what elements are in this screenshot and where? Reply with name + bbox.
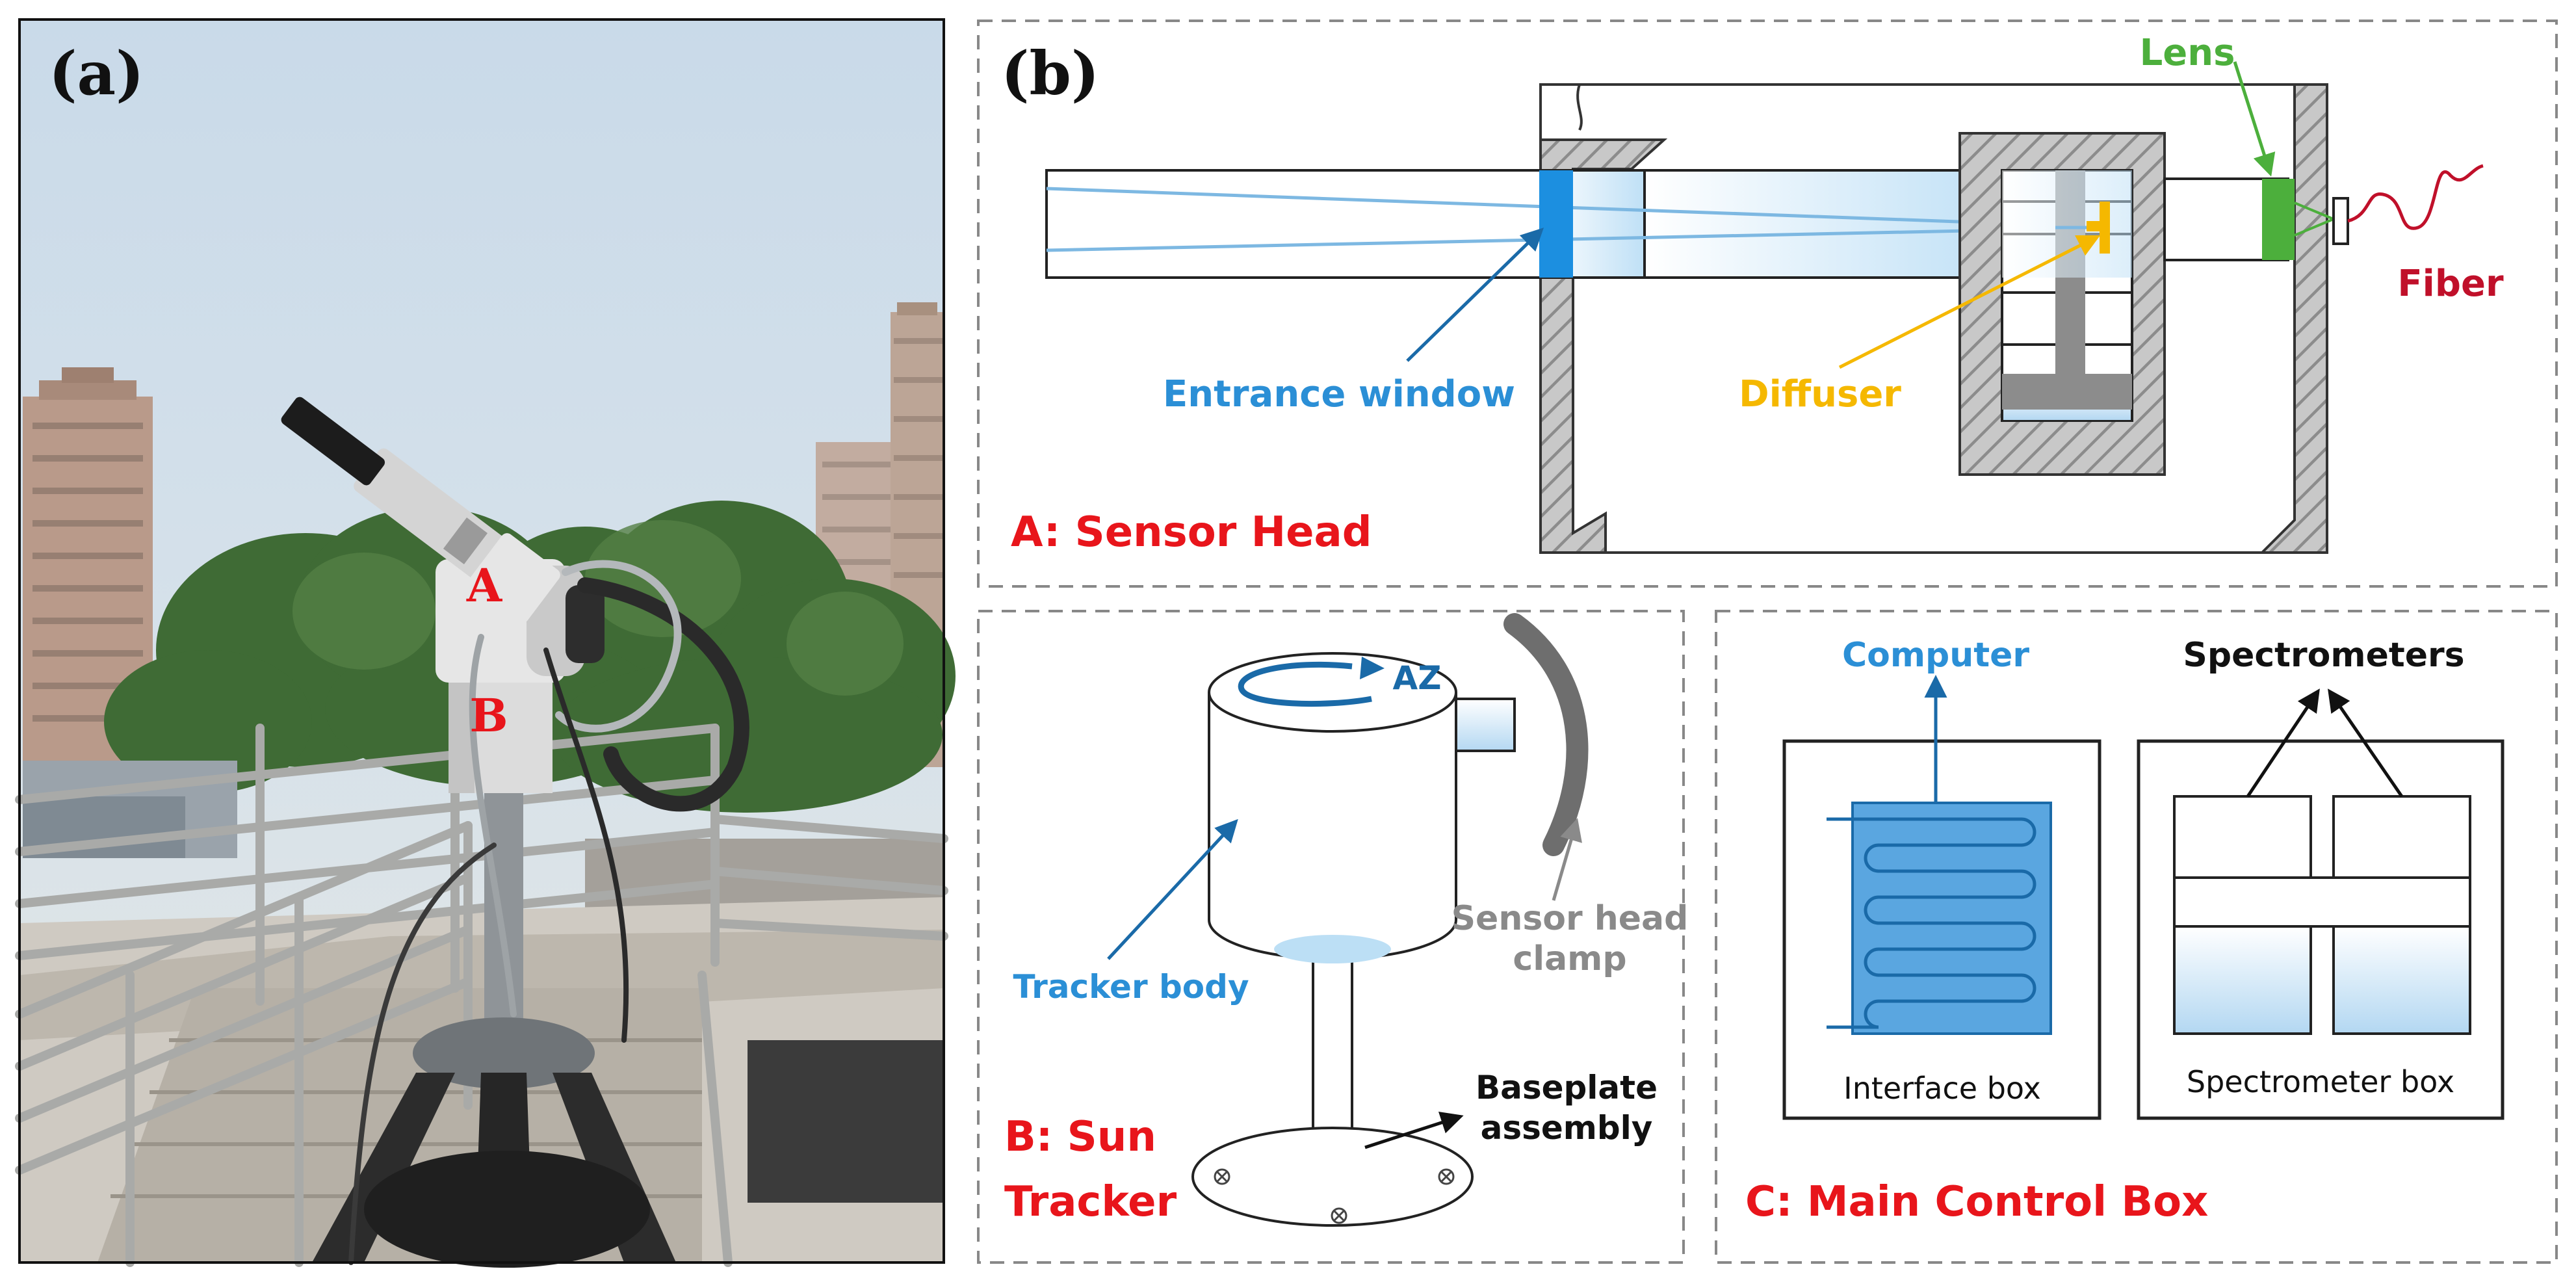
clamp-label-line2: clamp [1513,939,1626,978]
lens-element [2262,179,2295,260]
clamp-callout-arrow [1552,818,1582,901]
entrance-window [1539,170,1573,278]
spectrometer-crossbar [2173,876,2471,928]
interface-circuit-trace [1827,817,2036,1029]
panel-b-diagram: (b) [977,20,2558,1264]
spectrometer-box-label: Spectrometer box [2187,1064,2454,1099]
cables [348,560,749,1265]
computer-label: Computer [1842,636,2029,675]
entrance-window-callout-arrow [1406,228,1544,362]
light-ray-1 [1046,187,2120,229]
clamp-arm [1455,698,1516,752]
sensor-head-title: A: Sensor Head [1011,508,1372,556]
fiber-connector [2332,197,2349,245]
spectrometer-left-glow [2176,926,2309,1032]
diffuser-label: Diffuser [1739,373,1901,415]
tracker-body-label: Tracker body [1013,968,1249,1006]
spectrometer-arrow-right [2328,688,2404,798]
enclosure-wall-right [2259,83,2328,554]
diffuser-callout-arrow [1838,235,2101,369]
sun-tracker-title-line1: B: Sun [1004,1113,1156,1161]
baseplate-label-line2: assembly [1481,1109,1653,1147]
sun-tracker-section: AZ Tracker body Sensor head clamp Basepl… [977,610,1689,1264]
sensor-head-photo [281,397,560,623]
light-ray-2 [1046,226,2120,252]
panel-b-label: (b) [1001,38,1099,109]
baseplate [1191,1127,1474,1227]
diffuser-base [2002,374,2132,410]
panel-a-label: (a) [49,38,144,109]
baseplate-label-line1: Baseplate [1476,1069,1658,1106]
fiber-label: Fiber [2397,263,2504,305]
photo-marker-b: B [469,688,508,742]
sensor-head-frame [977,20,2558,588]
entrance-window-label: Entrance window [1163,373,1515,415]
mid-tube [1643,169,2010,279]
spectrometers-label: Spectrometers [2183,636,2464,675]
panel-a-photo: A B (a) [15,18,956,1268]
tripod [312,780,676,1268]
enclosure-hook [1576,84,1583,131]
baseplate-callout-arrow [1364,1111,1464,1149]
spectrometer-right-glow [2335,926,2469,1032]
railing [15,724,948,1267]
interface-board [1851,802,2052,1035]
spectrometer-arrow-left [2246,688,2320,798]
building-left [23,367,153,761]
photo-marker-a: A [466,558,503,612]
baseplate-screws [1214,1168,1455,1224]
sun-tracker-frame [977,610,1685,1264]
lens-callout-arrow [2233,61,2276,177]
lens-label: Lens [2140,32,2235,74]
photo-border [18,18,945,1264]
az-label: AZ [1393,659,1442,697]
sensor-head-section: Lens Fiber Entrance window Diffuser A: S… [977,20,2558,588]
fiber-cable [2347,164,2484,230]
control-box-frame [1715,610,2558,1264]
azimuth-rotation-arrow [1238,661,1372,707]
tracker-bottom-glow [1274,935,1391,963]
control-box-title: C: Main Control Box [1745,1178,2208,1226]
clamp-label-line1: Sensor head [1451,899,1689,938]
sensor-head-clamp [1503,613,1589,856]
tracker-top [1208,652,1457,733]
control-box-section: Computer Interface box Spectrometers Spe… [1715,610,2558,1264]
sun-tracker-title-line2: Tracker [1004,1178,1177,1226]
tracker-body-callout-arrow [1107,818,1238,960]
interface-box-label: Interface box [1843,1071,2041,1106]
